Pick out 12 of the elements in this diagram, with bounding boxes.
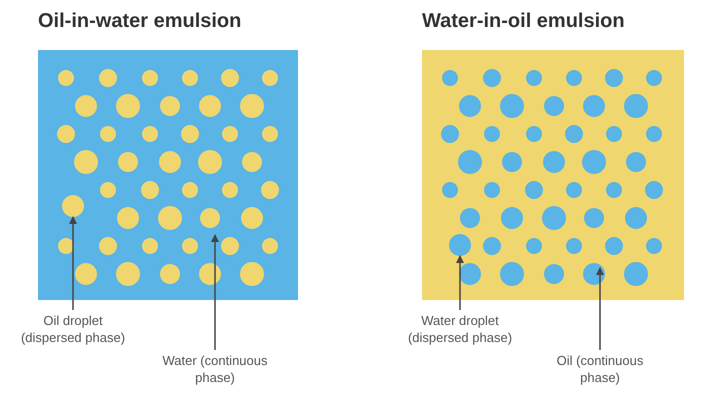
panel-heading: Oil-in-water emulsion xyxy=(38,10,242,33)
panel-heading: Water-in-oil emulsion xyxy=(422,10,625,33)
leader-arrow xyxy=(69,216,77,310)
callout-label: Water droplet (dispersed phase) xyxy=(395,312,525,346)
droplet xyxy=(449,234,471,256)
callout-label: Oil (continuous phase) xyxy=(540,352,660,386)
droplet xyxy=(62,195,84,217)
leader-arrow xyxy=(596,267,604,350)
callout-label: Oil droplet (dispersed phase) xyxy=(18,312,128,346)
callout-label: Water (continuous phase) xyxy=(155,352,275,386)
leader-arrow xyxy=(211,234,219,350)
leader-arrow xyxy=(456,255,464,310)
